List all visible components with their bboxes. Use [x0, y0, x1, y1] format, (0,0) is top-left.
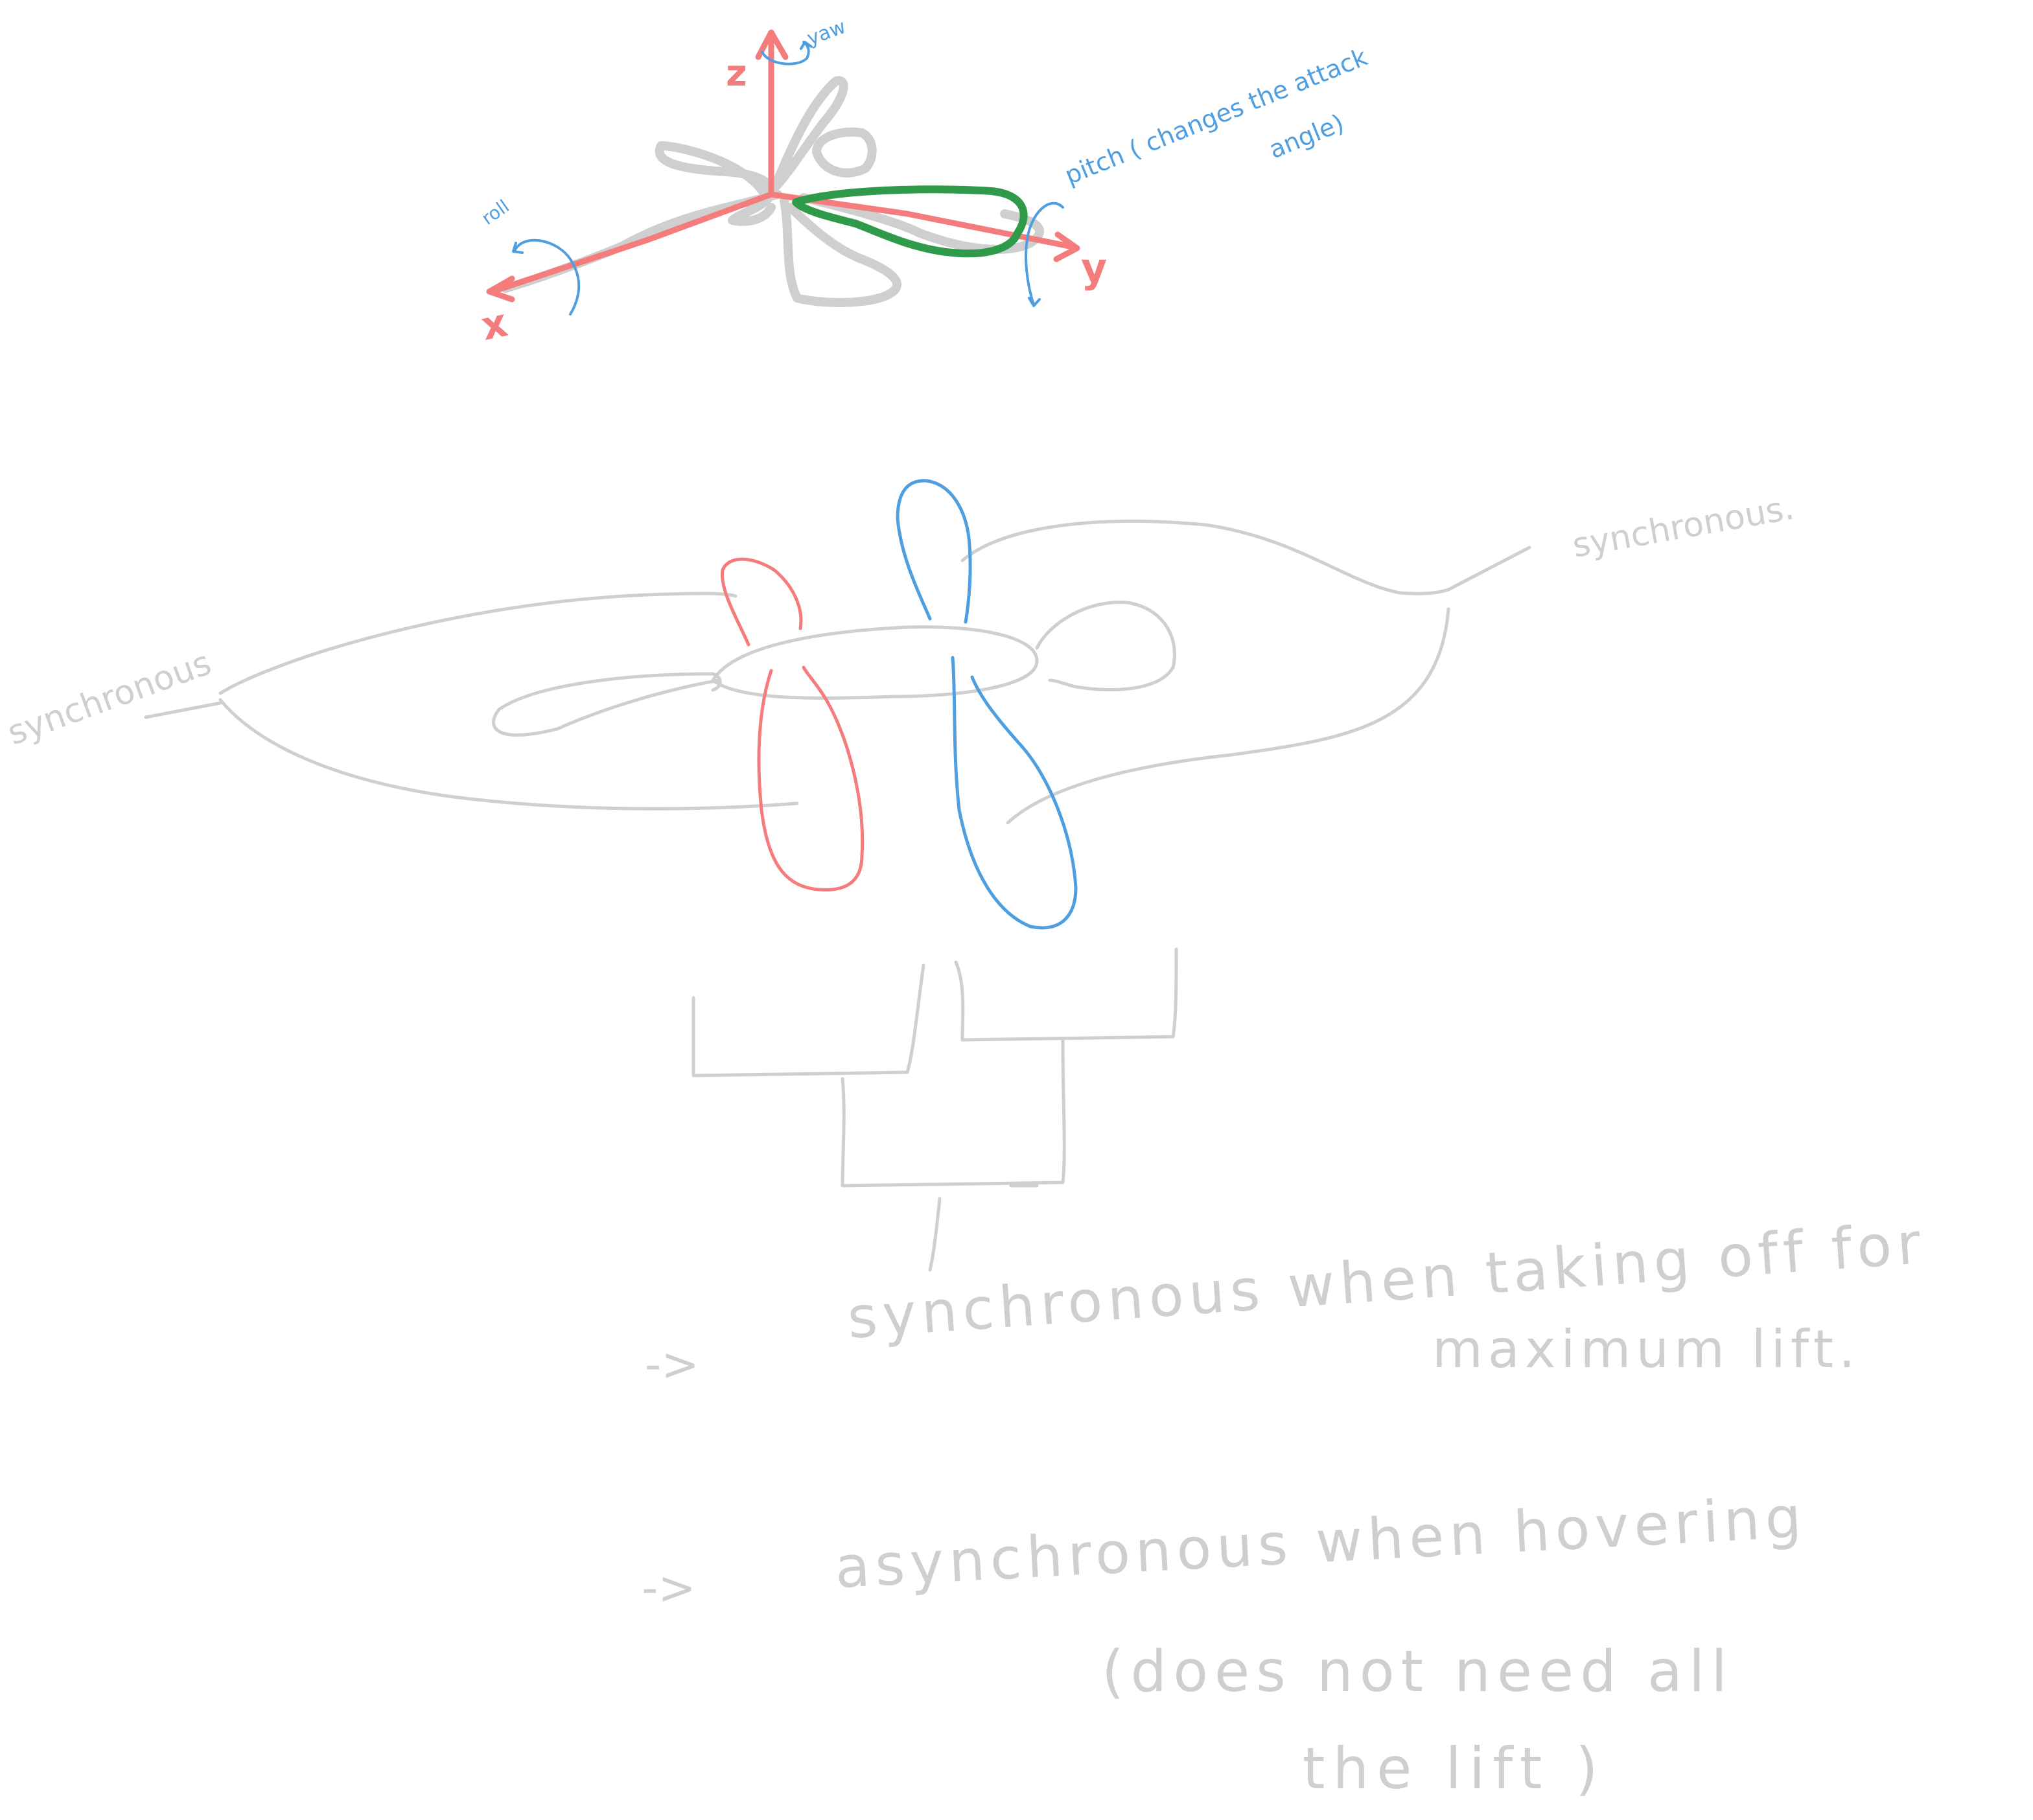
thorax-abdomen [711, 625, 1039, 700]
right-sync-label: synchronous. [1570, 489, 1797, 566]
z-axis-arrowhead [755, 29, 789, 60]
y-axis-label: y [1081, 244, 1107, 292]
wing-pairs-diagram: synchronous synchronous. [3, 479, 1797, 1272]
yaw-label: yaw [804, 16, 849, 51]
red-lower-wing [757, 665, 865, 892]
right-bracket-stem [1446, 546, 1531, 592]
left-bracket-stem [144, 701, 222, 719]
tail [492, 672, 722, 737]
axes-diagram: z yaw x y roll pitch ( changes the attac… [478, 16, 1371, 350]
forewing-pair-red [720, 557, 865, 892]
pitch-label-line2: angle) [1265, 108, 1348, 164]
x-axis-label: x [478, 300, 511, 350]
highlighted-wing [792, 185, 1028, 258]
left-sync-label: synchronous [3, 643, 216, 753]
right-bracket-lower [1006, 607, 1450, 825]
z-axis-label: z [726, 52, 747, 95]
body-outline [144, 520, 1531, 1272]
bottom-bracket-lower [841, 1038, 1066, 1188]
bottom-bracket-left [691, 963, 925, 1077]
x-axis [489, 191, 774, 295]
roll-arrow [514, 238, 581, 316]
note2-arrow: -> [642, 1561, 696, 1615]
note2-line2: (does not need all [1102, 1638, 1734, 1705]
right-bracket-upper [960, 520, 1450, 595]
blue-lower-wing [951, 656, 1078, 930]
blue-upper-wing [896, 479, 972, 624]
bottom-bracket-stem [928, 1184, 1039, 1272]
red-upper-wing [720, 557, 803, 647]
note2-line3: the lift ) [1303, 1735, 1606, 1802]
bottom-bracket-right [954, 947, 1178, 1042]
left-bracket-upper [218, 592, 738, 695]
pitch-arrow [1025, 202, 1064, 306]
note2-line1: asynchronous when hovering [833, 1484, 1808, 1601]
yaw-arrow [761, 41, 810, 65]
note1-line2: maximum lift. [1432, 1319, 1861, 1379]
head [1035, 601, 1176, 692]
x-axis-arrowhead [486, 275, 515, 303]
notes: -> synchronous when taking off for maxim… [642, 1210, 1927, 1802]
roll-label: roll [478, 196, 513, 229]
rotation-arrows [512, 41, 1064, 316]
note1-arrow: -> [645, 1338, 699, 1391]
y-axis-arrowhead [1053, 231, 1080, 262]
hindwing-pair-blue [896, 479, 1078, 930]
left-bracket-lower [218, 698, 799, 811]
